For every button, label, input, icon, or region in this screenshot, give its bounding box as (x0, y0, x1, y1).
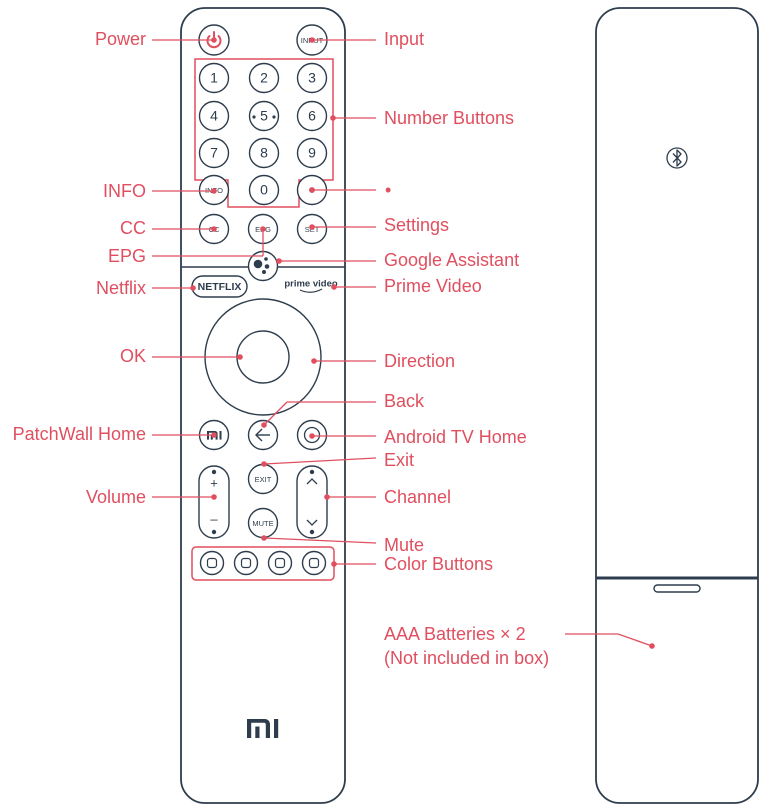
number-button-9[interactable]: 9 (296, 137, 328, 169)
exit-button-label: EXIT (255, 475, 272, 484)
number-button-1[interactable]: 1 (198, 62, 230, 94)
label-dot: • (385, 180, 391, 200)
battery-cover-latch (653, 584, 701, 593)
google-assistant-icon (253, 257, 270, 274)
number-button-2[interactable]: 2 (248, 62, 280, 94)
remote-back-body (595, 7, 759, 804)
bluetooth-icon (666, 147, 688, 169)
color-button-4[interactable] (301, 550, 327, 576)
home-circle-icon (303, 426, 321, 444)
number-5-label: 5 (260, 108, 268, 124)
label-number-buttons: Number Buttons (384, 108, 514, 128)
tactile-dot-right-icon (272, 115, 276, 119)
label-ok: OK (120, 346, 146, 366)
label-exit: Exit (384, 450, 414, 470)
number-button-7[interactable]: 7 (198, 137, 230, 169)
label-google-assistant: Google Assistant (384, 250, 519, 270)
mute-button-label: MUTE (252, 519, 273, 528)
number-9-label: 9 (308, 145, 316, 161)
exit-button[interactable]: EXIT (247, 463, 279, 495)
prime-video-button-label: prime video (284, 279, 338, 290)
number-button-6[interactable]: 6 (296, 100, 328, 132)
label-back: Back (384, 391, 425, 411)
number-6-label: 6 (308, 108, 316, 124)
number-0-label: 0 (260, 182, 268, 198)
tactile-dot-left-icon (252, 115, 256, 119)
number-button-3[interactable]: 3 (296, 62, 328, 94)
label-settings: Settings (384, 215, 449, 235)
number-button-0[interactable]: 0 (248, 174, 280, 206)
label-mute: Mute (384, 535, 424, 555)
label-direction: Direction (384, 351, 455, 371)
label-input: Input (384, 29, 424, 49)
label-color-buttons: Color Buttons (384, 554, 493, 574)
volume-plus-label: + (210, 475, 218, 490)
number-4-label: 4 (210, 108, 218, 124)
number-button-4[interactable]: 4 (198, 100, 230, 132)
label-epg: EPG (108, 246, 146, 266)
channel-dot-top-icon (309, 469, 315, 475)
color-button-3[interactable] (267, 550, 293, 576)
netflix-button-label: NETFLIX (198, 281, 242, 293)
label-prime-video: Prime Video (384, 276, 482, 296)
mi-logo-icon (247, 719, 279, 738)
volume-rocker[interactable]: + – (198, 465, 230, 539)
prime-video-button[interactable]: prime video (284, 279, 338, 293)
back-button[interactable] (247, 419, 279, 451)
ok-button[interactable] (236, 330, 290, 384)
label-android-tv-home: Android TV Home (384, 427, 527, 447)
label-netflix: Netflix (96, 278, 146, 298)
mute-button[interactable]: MUTE (247, 507, 279, 539)
volume-dot-bottom-icon (211, 529, 217, 535)
channel-rocker[interactable] (296, 465, 328, 539)
volume-dot-top-icon (211, 469, 217, 475)
mi-logo-small-icon (207, 431, 222, 440)
chevron-up-icon (306, 478, 318, 485)
number-button-5[interactable]: 5 (248, 100, 280, 132)
callout-lines (152, 37, 655, 649)
number-2-label: 2 (260, 70, 268, 86)
label-volume: Volume (86, 487, 146, 507)
number-button-8[interactable]: 8 (248, 137, 280, 169)
label-batteries-line1: AAA Batteries × 2 (384, 624, 526, 644)
chevron-down-icon (306, 519, 318, 526)
color-button-2[interactable] (233, 550, 259, 576)
label-power: Power (95, 29, 146, 49)
volume-minus-label: – (210, 511, 218, 526)
color-button-1[interactable] (199, 550, 225, 576)
number-7-label: 7 (210, 145, 218, 161)
number-3-label: 3 (308, 70, 316, 86)
label-info: INFO (103, 181, 146, 201)
prime-smile-icon (299, 288, 323, 293)
channel-dot-bottom-icon (309, 529, 315, 535)
netflix-button[interactable]: NETFLIX (191, 275, 248, 298)
label-patchwall-home: PatchWall Home (13, 424, 146, 444)
back-arrow-icon (255, 428, 270, 442)
label-cc: CC (120, 218, 146, 238)
label-channel: Channel (384, 487, 451, 507)
label-batteries-line2: (Not included in box) (384, 648, 549, 668)
number-8-label: 8 (260, 145, 268, 161)
number-1-label: 1 (210, 70, 218, 86)
